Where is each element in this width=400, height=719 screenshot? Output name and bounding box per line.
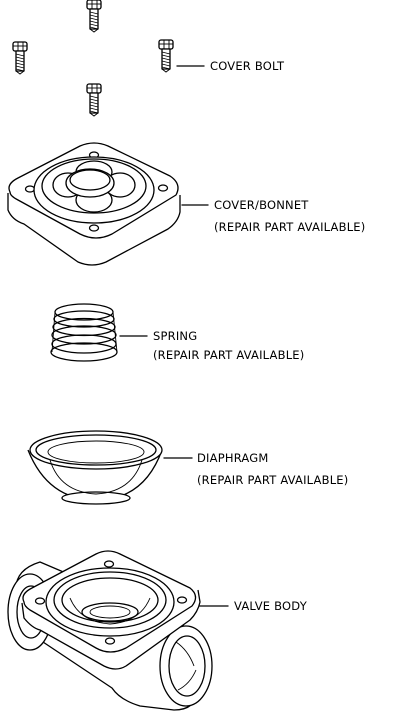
cover-bonnet-label: COVER/BONNET [214,198,309,212]
bolt-icon [86,83,102,117]
cover-bolts [12,0,174,117]
bonnet-icon [7,142,181,266]
spring-icon [50,303,118,362]
diaphragm-label: DIAPHRAGM [197,451,269,465]
spring-note: (REPAIR PART AVAILABLE) [153,348,304,362]
diaphragm-icon [27,430,163,505]
valve-body-icon [7,550,213,711]
cover-bonnet-note: (REPAIR PART AVAILABLE) [214,220,365,234]
spring-label: SPRING [153,329,197,343]
bolt-icon [12,41,28,75]
bolt-icon [86,0,102,33]
valve-body-label: VALVE BODY [234,599,308,613]
bolt-icon [158,39,174,73]
diaphragm-note: (REPAIR PART AVAILABLE) [197,473,348,487]
cover-bolt-label: COVER BOLT [210,59,285,73]
